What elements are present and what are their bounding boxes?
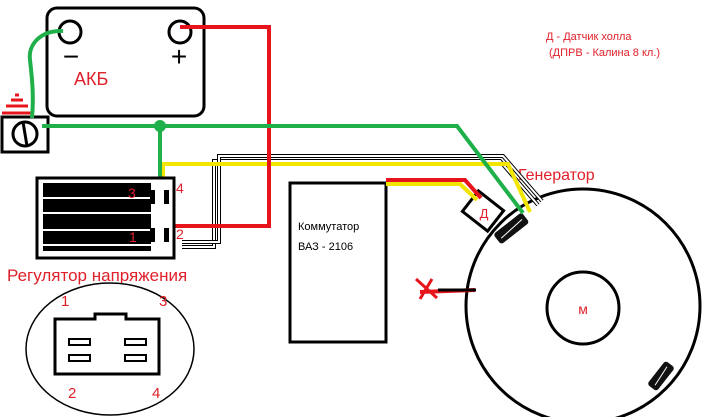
regulator-label: Регулятор напряжения bbox=[7, 266, 187, 285]
legend-line-2: (ДПРВ - Калина 8 кл.) bbox=[549, 47, 660, 59]
generator-center bbox=[545, 270, 621, 346]
generator: м Генератор bbox=[464, 167, 702, 417]
hall-sensor: Д bbox=[460, 188, 506, 234]
voltage-regulator: 3 4 1 2 Регулятор напряжения bbox=[7, 176, 187, 285]
regulator-pin-1: 1 bbox=[129, 229, 137, 245]
commutator-label-1: Коммутатор bbox=[298, 221, 359, 233]
connector-pin-4: 4 bbox=[152, 385, 160, 402]
ground-symbol bbox=[2, 93, 32, 115]
commutator: Коммутатор ВАЗ - 2106 bbox=[288, 181, 388, 344]
connector-pin-1: 1 bbox=[61, 293, 69, 310]
ground-terminal bbox=[0, 115, 50, 154]
disconnected-marker bbox=[414, 277, 439, 300]
hall-sensor-label: Д bbox=[480, 206, 489, 221]
regulator-pin-2: 2 bbox=[176, 226, 184, 242]
regulator-pin-3: 3 bbox=[128, 185, 136, 201]
battery-plus-terminal bbox=[167, 19, 193, 45]
legend-line-1: Д - Датчик холла bbox=[546, 31, 632, 43]
commutator-label-2: ВАЗ - 2106 bbox=[298, 241, 353, 253]
legend: Д - Датчик холла (ДПРВ - Калина 8 кл.) bbox=[546, 31, 660, 59]
regulator-pin-4: 4 bbox=[176, 180, 184, 196]
generator-center-label: м bbox=[578, 301, 588, 317]
battery-label: АКБ bbox=[74, 69, 108, 89]
battery-minus-sign: − bbox=[63, 41, 79, 72]
connector-pin-2: 2 bbox=[68, 385, 76, 402]
green-junction bbox=[154, 120, 166, 132]
battery: − + АКБ bbox=[45, 6, 206, 118]
battery-plus-sign: + bbox=[171, 41, 187, 72]
connector-pin-3: 3 bbox=[159, 293, 167, 310]
connector-pinout: 1 3 2 4 bbox=[25, 282, 195, 416]
generator-label: Генератор bbox=[518, 167, 595, 184]
